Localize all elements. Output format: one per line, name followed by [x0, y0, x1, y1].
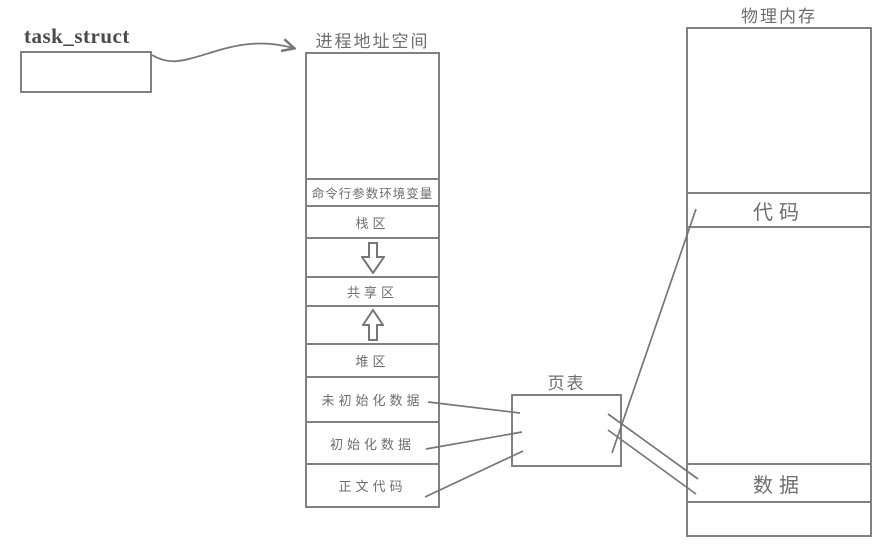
segment-heap-area: 堆区 [307, 345, 438, 378]
segment-growth-down [307, 239, 438, 278]
segment-stack-area: 栈区 [307, 207, 438, 239]
line-initialized-data-to-page-table [425, 431, 523, 450]
block-arrow-down-icon [360, 241, 385, 274]
segment-shared-area: 共享区 [307, 278, 438, 307]
segment-uninitialized-data: 未初始化数据 [307, 378, 438, 423]
line-page-table-to-code [611, 208, 697, 454]
address-space-title: 进程地址空间 [315, 32, 430, 52]
segment-text-code: 正文代码 [338, 480, 407, 495]
segment-growth-up [307, 307, 438, 345]
page-table-box [511, 394, 622, 467]
segment-free-middle [688, 228, 870, 465]
segment-initialized-data: 初始化数据 [307, 423, 438, 465]
physical-memory-box: 代码 数据 [686, 27, 872, 537]
task-struct-label: task_struct [24, 24, 130, 48]
segment-cmdline-args-env-vars: 命令行参数环境变量 [307, 180, 438, 207]
segment-free-bottom [688, 503, 870, 535]
segment-data: 数据 [688, 465, 870, 503]
task-struct-box [20, 51, 152, 93]
segment-free-top [688, 29, 870, 194]
segment-reserved-top [307, 54, 438, 180]
task-struct-to-address-space-arrow [151, 43, 293, 63]
physical-memory-title: 物理内存 [741, 7, 817, 27]
address-space-box: 命令行参数环境变量 栈区 共享区 堆区 未初始化数据 初始化数据 正文代码 [305, 52, 440, 508]
block-arrow-up-icon [361, 309, 384, 341]
segment-code: 代码 [688, 194, 870, 228]
line-uninitialized-data-to-page-table [427, 401, 521, 414]
page-table-title: 页表 [547, 374, 586, 394]
